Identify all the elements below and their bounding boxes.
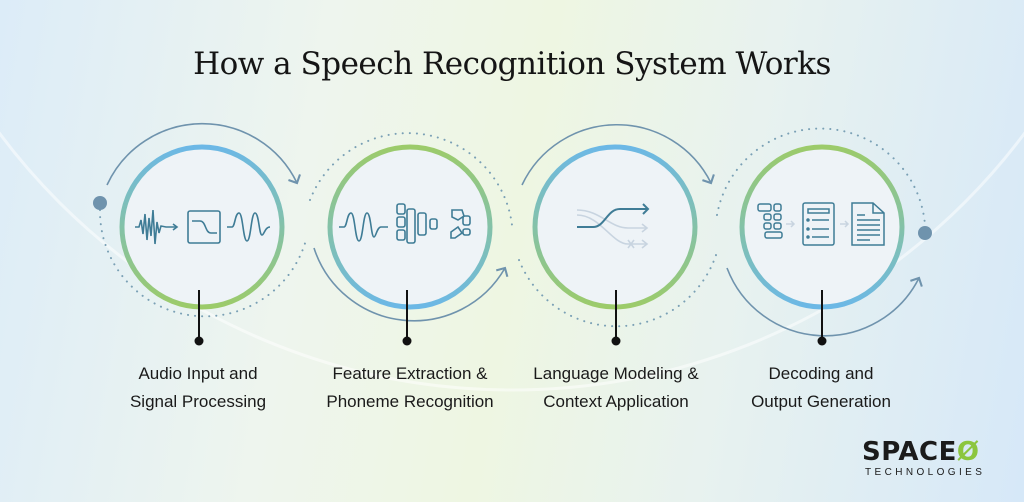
connector-dot <box>402 336 412 346</box>
label-line: Decoding and <box>768 364 874 383</box>
connector-dot <box>817 336 827 346</box>
step-2-graphic <box>309 132 513 346</box>
step-1-label: Audio Input and Signal Processing <box>93 360 303 416</box>
step-4-label: Decoding and Output Generation <box>716 360 926 416</box>
page-title: How a Speech Recognition System Works <box>193 46 831 82</box>
step-3-graphic <box>518 123 718 346</box>
flow-arrow <box>313 247 509 322</box>
label-line: Phoneme Recognition <box>326 392 494 411</box>
background-arc <box>0 0 1024 390</box>
dotted-arc <box>518 251 718 328</box>
company-logo: SPACEØ TECHNOLOGIES <box>862 438 1012 478</box>
end-dot <box>918 226 932 240</box>
step-1-graphic <box>93 122 307 346</box>
step-ring <box>119 144 285 310</box>
connector-dot <box>611 336 621 346</box>
step-ring <box>739 144 905 310</box>
label-line: Signal Processing <box>129 392 267 411</box>
start-dot <box>93 196 107 210</box>
flow-arrow <box>521 123 715 186</box>
flow-arrow <box>106 122 301 186</box>
step-ring <box>532 144 698 310</box>
logo-name: SPACE <box>862 437 957 467</box>
logo-mark: Ø <box>956 437 980 467</box>
connector-dot <box>194 336 204 346</box>
step-4-graphic <box>716 127 932 346</box>
label-line: Language Modeling & <box>533 364 699 383</box>
flow-arrow <box>726 267 923 337</box>
feature-blocks-icon <box>339 203 471 244</box>
waveform-filter-icon <box>135 209 271 245</box>
step-3-label: Language Modeling & Context Application <box>511 360 721 416</box>
label-line: Output Generation <box>751 392 891 411</box>
logo-subtitle: TECHNOLOGIES <box>865 467 986 478</box>
document-output-icon <box>757 202 885 246</box>
label-line: Feature Extraction & <box>332 364 488 383</box>
label-line: Audio Input and <box>138 364 258 383</box>
path-selection-icon <box>576 203 650 249</box>
step-ring <box>327 144 493 310</box>
step-2-label: Feature Extraction & Phoneme Recognition <box>305 360 515 416</box>
label-line: Context Application <box>543 392 689 411</box>
